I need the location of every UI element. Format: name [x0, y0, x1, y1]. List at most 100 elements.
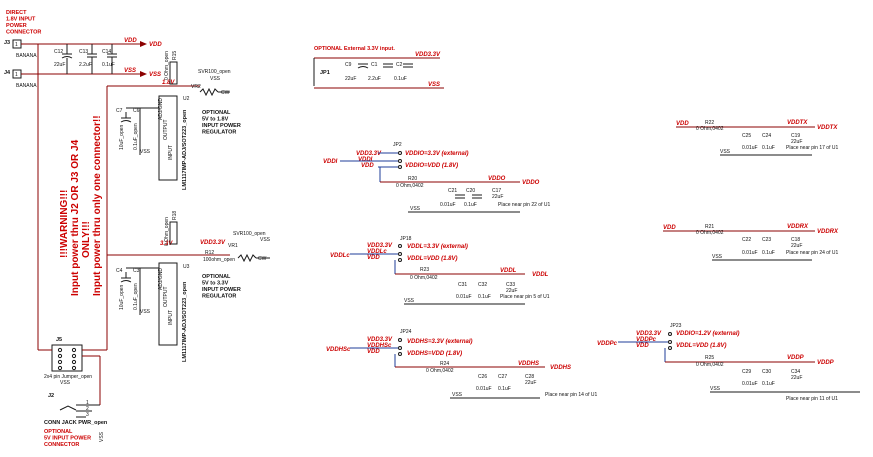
- j3-value: BANANA: [16, 53, 37, 59]
- net-vddtx: VDDTX: [817, 125, 838, 131]
- c1-label: C1: [371, 62, 378, 68]
- svg-text:CW: CW: [258, 256, 267, 262]
- net-vddrx-a: VDDRX: [787, 224, 809, 230]
- input-caps-group: C12 22uF C13 2.2uF C14 0.1uF: [54, 44, 117, 74]
- net-vdd-jp23: VDD: [636, 343, 649, 349]
- net-vdd-top-b: VDD: [149, 42, 162, 48]
- r24-label: R24: [440, 361, 449, 367]
- svg-text:VSS: VSS: [60, 380, 71, 386]
- net-vdd33-reg: VDD3.3V: [200, 240, 226, 246]
- c13-label: C13: [79, 49, 88, 55]
- c22-value: 0.01uF: [742, 250, 758, 256]
- net-vss-top-b: VSS: [149, 72, 161, 78]
- r21-value: 0 Ohm,0402: [696, 230, 724, 236]
- jp24-label: JP24: [400, 329, 412, 335]
- c32-value: 0.1uF: [478, 294, 491, 300]
- svg-text:VSS: VSS: [710, 386, 721, 392]
- svg-text:OUTPUT: OUTPUT: [163, 119, 169, 140]
- c25-value: 0.01uF: [742, 145, 758, 151]
- net-3v3: 3.3V: [160, 241, 173, 247]
- svg-text:OUTPUT: OUTPUT: [163, 286, 169, 307]
- j5-jumper: J5 2x4 pin Jumper_open VSS: [38, 337, 108, 405]
- ext-3v3-section: OPTIONAL External 3.3V input. VDD3.3V JP…: [313, 46, 444, 89]
- c19-value: 22uF: [791, 139, 802, 145]
- c28-value: 22uF: [525, 380, 536, 386]
- c9-value: 22uF: [345, 76, 356, 82]
- j3-label: J3: [4, 40, 10, 46]
- r22-value: 0 Ohm,0402: [696, 126, 724, 132]
- net-vdd-jp2: VDD: [361, 163, 374, 169]
- net-vddlc-a: VDDLc: [367, 249, 387, 255]
- warning-line-4: Input power thru only one connector!!: [92, 115, 103, 296]
- c26-value: 0.01uF: [476, 386, 492, 392]
- vr2-label: VR2: [191, 84, 201, 90]
- j2-label: J2: [48, 393, 54, 399]
- net-vddl: VDDL: [532, 272, 549, 278]
- c29-value: 0.01uF: [742, 381, 758, 387]
- c34-label: C34: [791, 369, 800, 375]
- net-vddpc: VDDPc: [597, 341, 618, 347]
- svr-top-label: SVR100_open: [198, 69, 231, 75]
- net-vdd33-jp24: VDD3.3V: [367, 337, 393, 343]
- jp2-opt-a: VDDIO=3.3V (external): [405, 151, 469, 157]
- c26-label: C26: [478, 374, 487, 380]
- svg-text:VSS: VSS: [720, 149, 731, 155]
- net-vdd-rx: VDD: [663, 225, 676, 231]
- r23-value: 0 Ohm,0402: [410, 275, 438, 281]
- net-vss-top: VSS: [124, 68, 136, 74]
- c23-value: 0.1uF: [762, 250, 775, 256]
- c34-value: 22uF: [791, 375, 802, 381]
- ext33-note: OPTIONAL External 3.3V input.: [314, 46, 395, 52]
- c25-label: C25: [742, 133, 751, 139]
- net-vddrx: VDDRX: [817, 229, 839, 235]
- c22-label: C22: [742, 237, 751, 243]
- r18-label: R18: [172, 211, 178, 220]
- r23-label: R23: [420, 267, 429, 273]
- c31-value: 0.01uF: [456, 294, 472, 300]
- warning-note: !!!WARNING!!! Input power thru J2 OR J3 …: [59, 115, 103, 296]
- net-vdd-jp24: VDD: [367, 349, 380, 355]
- svg-text:ADJ/GND: ADJ/GND: [158, 268, 164, 290]
- net-vddhs-a: VDDHS: [518, 361, 539, 367]
- warning-line-1: !!!WARNING!!!: [59, 190, 70, 258]
- r15-label: R15: [172, 51, 178, 60]
- c30-label: C30: [762, 369, 771, 375]
- svg-text:VSS: VSS: [260, 237, 271, 243]
- jp23-label: JP23: [670, 323, 682, 329]
- net-vdd-top: VDD: [124, 38, 137, 44]
- c27-label: C27: [498, 374, 507, 380]
- svg-text:3: 3: [86, 412, 89, 418]
- net-vdd33-jp18: VDD3.3V: [367, 243, 393, 249]
- c9-label: C9: [345, 62, 352, 68]
- net-vdd33-ext: VDD3.3V: [415, 52, 441, 58]
- u2-label: U2: [183, 96, 190, 102]
- c18-value: 22uF: [791, 243, 802, 249]
- net-vss-ext: VSS: [428, 82, 440, 88]
- jp18-opt-a: VDDL=3.3V (external): [407, 244, 468, 250]
- svg-text:ADJ/GND: ADJ/GND: [158, 98, 164, 120]
- place-p11: Place near pin 11 of U1: [786, 396, 838, 402]
- c30-value: 0.1uF: [762, 381, 775, 387]
- j5-label: J5: [56, 337, 62, 343]
- jp23-section: JP23 VDD3.3V VDDPc VDD VDDPc VDDIO=1.2V …: [597, 323, 860, 402]
- svg-text:VSS: VSS: [404, 298, 415, 304]
- c33-label: C33: [506, 282, 515, 288]
- net-1v8: 1.8V: [162, 80, 175, 86]
- net-vddo-a: VDDO: [488, 176, 506, 182]
- c32-label: C32: [478, 282, 487, 288]
- c28-label: C28: [525, 374, 534, 380]
- net-vddtx-a: VDDTX: [787, 120, 808, 126]
- svg-text:VSS: VSS: [210, 76, 221, 82]
- vr1-label: VR1: [228, 243, 238, 249]
- c12-label: C12: [54, 49, 63, 55]
- c21-value: 0.01uF: [440, 202, 456, 208]
- j4-label: J4: [4, 70, 11, 76]
- r15-value: 0 Ohm_open: [164, 51, 170, 80]
- c4-label: C4: [116, 268, 123, 274]
